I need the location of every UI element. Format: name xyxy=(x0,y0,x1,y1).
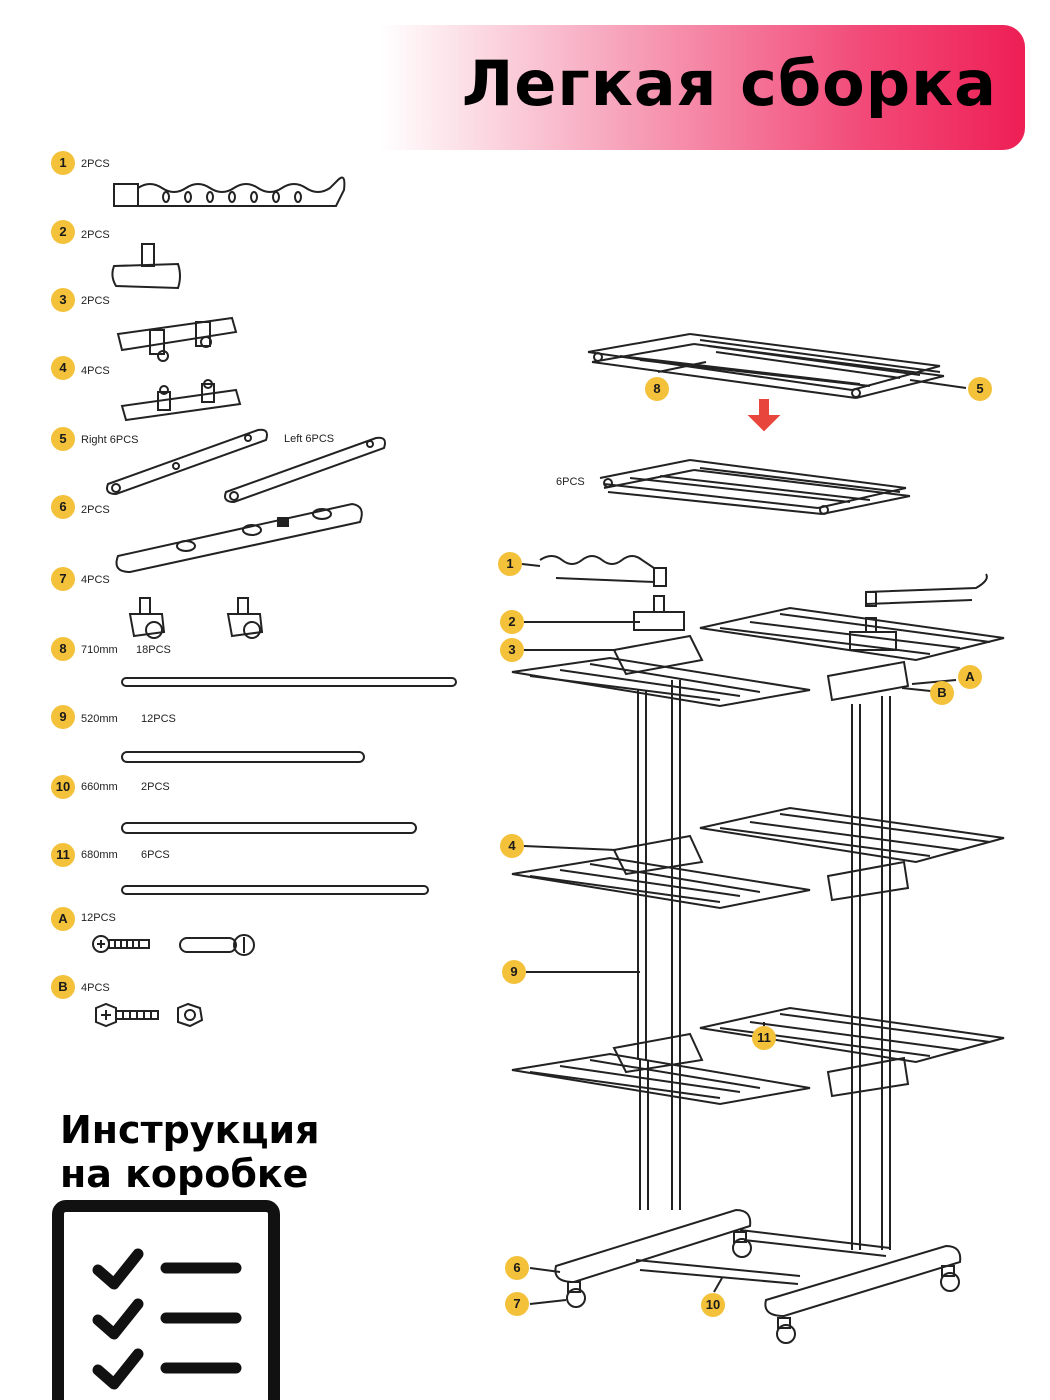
note-line-2: на коробке xyxy=(60,1152,309,1196)
callout-badge: 2 xyxy=(500,610,524,634)
part-qty: 2PCS xyxy=(141,781,170,793)
leader-line xyxy=(657,361,707,373)
note-line-1: Инструкция xyxy=(60,1108,320,1152)
tower-posts xyxy=(637,680,891,1250)
callout-badge: 7 xyxy=(505,1292,529,1316)
part-badge: A xyxy=(51,907,75,931)
part-qty: 12PCS xyxy=(141,713,176,725)
banner-title: Легкая сборка xyxy=(461,47,997,120)
base-bar-part-drawing xyxy=(115,502,363,574)
part-qty: 2PCS xyxy=(81,295,110,307)
part-badge: 10 xyxy=(51,775,75,799)
part-qty: Right 6PCS xyxy=(81,434,139,446)
callout-badge: 10 xyxy=(701,1293,725,1317)
part-badge: B xyxy=(51,975,75,999)
top-shelf-exploded xyxy=(587,333,945,399)
callout-leaders xyxy=(521,563,957,1305)
hanger-part-drawing xyxy=(113,176,346,207)
title-banner: Легкая сборка xyxy=(380,25,1025,150)
bolt-b-drawing xyxy=(95,1002,204,1028)
part-badge: 5 xyxy=(51,427,75,451)
part-badge: 11 xyxy=(51,843,75,867)
part-badge: 4 xyxy=(51,356,75,380)
part-badge: 9 xyxy=(51,705,75,729)
leader-line xyxy=(909,379,967,389)
callout-badge: 3 xyxy=(500,638,524,662)
part-qty: 4PCS xyxy=(81,982,110,994)
arm-part-drawing xyxy=(106,428,386,504)
callout-badge: B xyxy=(930,681,954,705)
part-length: 520mm xyxy=(81,713,118,725)
part-qty: 6PCS xyxy=(141,849,170,861)
tower-base xyxy=(554,1208,962,1344)
callout-badge: 1 xyxy=(498,552,522,576)
part-badge: 6 xyxy=(51,495,75,519)
screw-a-drawing xyxy=(92,934,255,956)
part-qty: 18PCS xyxy=(136,644,171,656)
callout-badge: A xyxy=(958,665,982,689)
rod-drawings xyxy=(121,677,457,895)
part-badge: 7 xyxy=(51,567,75,591)
tier-middle xyxy=(511,806,1005,910)
connector-part-drawing xyxy=(120,379,242,422)
callout-badge: 9 xyxy=(502,960,526,984)
caster-part-drawing xyxy=(128,597,264,639)
cap-part-drawing xyxy=(111,243,181,290)
part-qty: 4PCS xyxy=(81,365,110,377)
shelf-qty-label: 6PCS xyxy=(556,476,585,488)
part-length: 660mm xyxy=(81,781,118,793)
instruction-note: Инструкция на коробке xyxy=(60,1108,320,1196)
tower-hangers xyxy=(539,555,988,651)
part-badge: 8 xyxy=(51,637,75,661)
callout-badge: 4 xyxy=(500,834,524,858)
callout-badge: 8 xyxy=(645,377,669,401)
part-qty: 2PCS xyxy=(81,158,110,170)
down-arrow-icon xyxy=(747,399,781,432)
connector-part-drawing xyxy=(116,316,238,362)
part-qty: 4PCS xyxy=(81,574,110,586)
part-length: 680mm xyxy=(81,849,118,861)
part-badge: 1 xyxy=(51,151,75,175)
part-qty: 2PCS xyxy=(81,229,110,241)
shelf-exploded xyxy=(599,459,911,515)
part-badge: 2 xyxy=(51,220,75,244)
part-qty: 2PCS xyxy=(81,504,110,516)
part-qty: 12PCS xyxy=(81,912,116,924)
callout-badge: 11 xyxy=(752,1026,776,1050)
callout-badge: 5 xyxy=(968,377,992,401)
tier-bottom xyxy=(511,1006,1005,1106)
part-length: 710mm xyxy=(81,644,118,656)
part-badge: 3 xyxy=(51,288,75,312)
tier-top xyxy=(511,606,1005,708)
callout-badge: 6 xyxy=(505,1256,529,1280)
part-qty-left: Left 6PCS xyxy=(284,433,335,445)
